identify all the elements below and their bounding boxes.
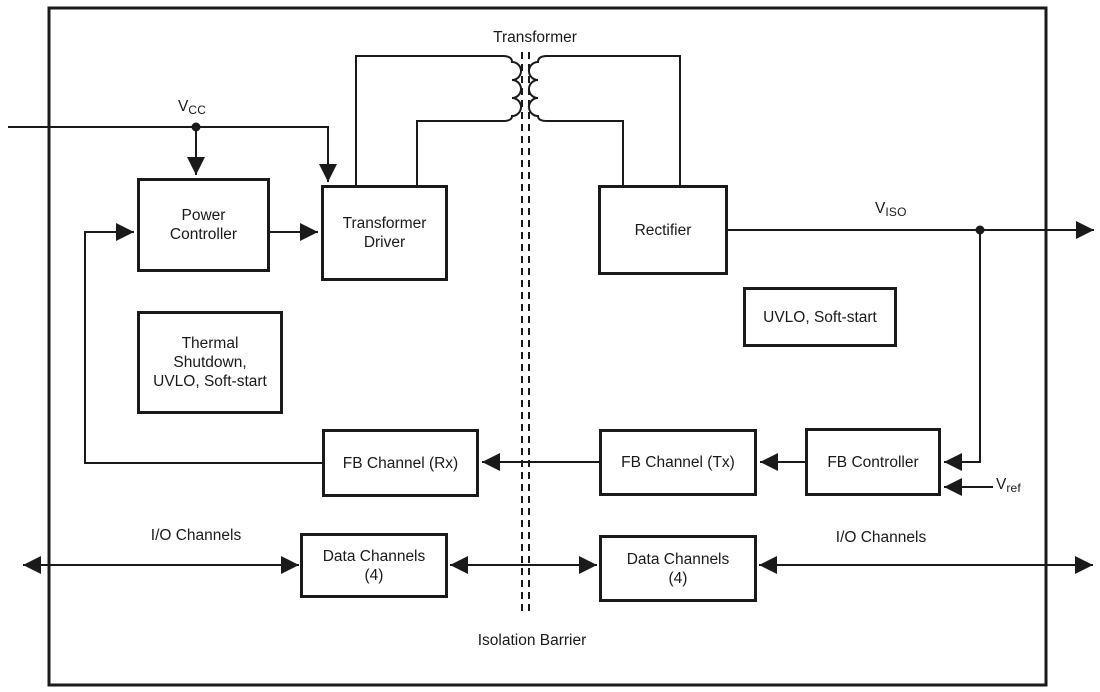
fb-controller-block: FB Controller	[805, 428, 941, 496]
vcc-wire	[8, 126, 337, 182]
block-label-line: Data Channels	[322, 547, 426, 565]
block-label-line: Shutdown,	[173, 354, 247, 371]
block-label-line: FB Channel (Tx)	[621, 454, 735, 471]
transformer-primary-coil	[355, 55, 522, 185]
viso-label-sub: ISO	[885, 205, 907, 219]
block-label-line: Controller	[169, 226, 238, 243]
rectifier-block: Rectifier	[598, 185, 728, 275]
uvlo-soft-start-block: UVLO, Soft-start	[743, 287, 897, 347]
data-channels-left-block: Data Channels (4)	[300, 533, 448, 598]
viso-label-base: V	[875, 200, 886, 217]
thermal-shutdown-block: Thermal Shutdown, UVLO, Soft-start	[137, 311, 283, 414]
block-label-line: Data Channels	[626, 550, 730, 568]
fb-channel-tx-block: FB Channel (Tx)	[599, 429, 757, 496]
power-controller-block: Power Controller	[137, 178, 270, 272]
vcc-junction-dot	[191, 122, 201, 132]
viso-sense-wire	[944, 230, 981, 471]
block-label-line: UVLO, Soft-start	[763, 308, 877, 326]
vref-label: Vref	[996, 476, 1021, 494]
io-channels-left-label: I/O Channels	[150, 527, 242, 544]
block-label-line: Driver	[363, 234, 406, 251]
transformer-driver-block: Transformer Driver	[321, 185, 448, 281]
block-label-line: FB Channel (Rx)	[342, 454, 459, 472]
data-channels-right-block: Data Channels (4)	[599, 535, 757, 602]
block-label-line: Thermal	[181, 335, 239, 352]
viso-label: VISO	[875, 200, 907, 218]
vref-label-sub: ref	[1006, 481, 1021, 495]
vcc-label-sub: CC	[188, 103, 207, 117]
vcc-label: VCC	[178, 98, 206, 116]
transformer-secondary-coil	[528, 55, 681, 185]
block-label-line: Transformer	[342, 215, 427, 232]
transformer-label: Transformer	[493, 29, 577, 46]
device-outline	[47, 6, 1048, 687]
block-label-line: FB Controller	[827, 453, 919, 471]
isolation-barrier-label: Isolation Barrier	[477, 632, 587, 649]
block-label-line: (4)	[668, 569, 688, 587]
feedback-loop-wire	[84, 223, 322, 464]
vcc-label-base: V	[178, 98, 189, 115]
vref-label-base: V	[996, 476, 1007, 493]
io-channels-right-label: I/O Channels	[835, 529, 927, 546]
block-label-line: UVLO, Soft-start	[153, 373, 267, 390]
fb-channel-rx-block: FB Channel (Rx)	[322, 429, 479, 497]
block-label-line: Power	[181, 207, 226, 224]
block-label-line: (4)	[364, 566, 384, 584]
block-label-line: Rectifier	[634, 221, 692, 239]
